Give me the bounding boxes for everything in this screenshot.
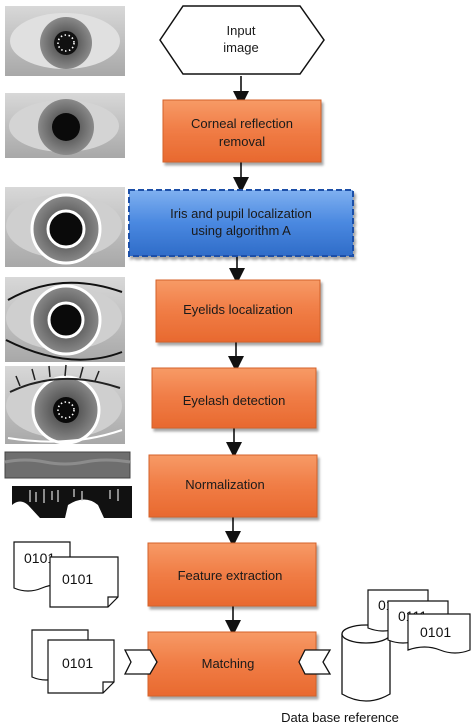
- normalized-iris-strip: [4, 451, 131, 479]
- noise-mask-strip: [12, 486, 132, 518]
- matching-input-arrow-right: [298, 649, 332, 675]
- step-label-line: Corneal reflection: [191, 116, 293, 131]
- step-label-line: Matching: [202, 656, 255, 671]
- database-code-text: 0101: [420, 624, 451, 640]
- step-matching: Matching: [147, 631, 317, 697]
- step-label-line: Feature extraction: [178, 568, 283, 583]
- step-corneal-reflection-removal: Corneal reflection removal: [162, 99, 322, 163]
- eye-image-eyelash-detected: [5, 364, 125, 445]
- step-input-image: Input image: [159, 5, 325, 75]
- step-normalization: Normalization: [148, 454, 318, 518]
- feature-code-documents: 0101 0101: [13, 541, 119, 608]
- step-iris-pupil-localization: Iris and pupil localization using algori…: [128, 189, 354, 257]
- step-label-line: using algorithm A: [191, 223, 291, 238]
- step-label-line: Eyelids localization: [183, 302, 293, 317]
- step-label-line: removal: [219, 134, 265, 149]
- step-label-line: image: [223, 40, 258, 55]
- eye-image-eyelids-localized: [5, 277, 125, 362]
- step-feature-extraction: Feature extraction: [147, 542, 317, 607]
- eye-image-raw: [5, 6, 125, 76]
- matching-code-text: 0101: [62, 655, 93, 671]
- flow-arrows: [225, 76, 249, 636]
- feature-code-text: 0101: [24, 550, 55, 566]
- matching-probe-code-documents: 0101: [31, 629, 115, 694]
- database-code-documents: 0101 0111 0101: [367, 589, 471, 654]
- eye-image-iris-localized: [5, 187, 125, 267]
- step-label-line: Normalization: [185, 477, 264, 492]
- step-label-line: Iris and pupil localization: [170, 206, 312, 221]
- eye-image-reflection-removed: [5, 93, 125, 158]
- matching-input-arrow-left: [123, 649, 158, 675]
- step-label-line: Input: [227, 23, 256, 38]
- database-caption: Data base reference: [281, 710, 399, 725]
- step-eyelids-localization: Eyelids localization: [155, 279, 321, 343]
- step-label-line: Eyelash detection: [183, 393, 286, 408]
- database-cylinder-icon: [341, 624, 391, 702]
- feature-code-text: 0101: [62, 571, 93, 587]
- step-eyelash-detection: Eyelash detection: [151, 367, 317, 429]
